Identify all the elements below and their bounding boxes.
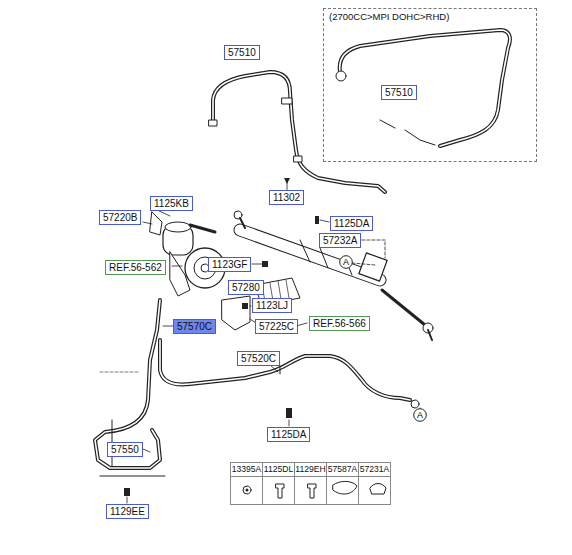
callout-number: 1125DA <box>334 218 369 229</box>
callout-number: 57220B <box>103 212 137 223</box>
reference-box: REF.56-562 <box>105 260 166 275</box>
table-header-cell: 1129EH <box>294 462 327 477</box>
callout-box: 57550 <box>107 442 143 457</box>
table-icon-cell <box>358 476 391 505</box>
reference-circle: A <box>339 255 353 269</box>
callout-box: 57232A <box>319 233 361 248</box>
callout-number: 57232A <box>323 235 357 246</box>
callout-number: 57550 <box>111 444 139 455</box>
callout-box: 57570C <box>173 319 216 334</box>
callout-number: 57520C <box>241 353 276 364</box>
table-icon-cell <box>294 476 327 505</box>
callout-box: 57510 <box>381 85 417 100</box>
callout-box: 1125DA <box>267 427 310 442</box>
table-header-cell: 57587A <box>326 462 359 477</box>
callout-number: 57510 <box>385 87 413 98</box>
callout-box: 1129EE <box>106 504 149 519</box>
callout-box: 57510 <box>224 45 260 60</box>
callout-number: 1123LJ <box>256 300 288 311</box>
callout-number: 1125KB <box>154 198 189 209</box>
callout-box: 1123GF <box>208 257 251 272</box>
callout-number: 57225C <box>259 321 294 332</box>
callout-number: 57510 <box>228 47 256 58</box>
callout-number: A <box>339 256 353 268</box>
callout-number: 1123GF <box>212 259 247 270</box>
callout-box: 57225C <box>255 319 298 334</box>
reference-box: REF.56-566 <box>309 316 370 331</box>
callout-box: 57280 <box>228 280 264 295</box>
table-icon-cell <box>230 476 263 505</box>
callout-box: 57520C <box>237 351 280 366</box>
callout-number: 1125DA <box>271 429 306 440</box>
reference-circle: A <box>413 408 427 422</box>
callout-number: REF.56-562 <box>109 262 162 273</box>
return-hose <box>160 340 410 400</box>
callout-box: 1123LJ <box>252 298 292 313</box>
variant-panel: (2700CC>MPI DOHC>RHD) 57510 <box>323 8 537 162</box>
table-header-cell: 57231A <box>358 462 391 477</box>
pressure-hose <box>213 72 385 192</box>
callout-number: 57280 <box>232 282 260 293</box>
inset-hose <box>340 30 510 146</box>
table-header-cell: 1125DL <box>262 462 295 477</box>
callout-number: REF.56-566 <box>313 318 366 329</box>
callout-box: 57220B <box>99 210 141 225</box>
callout-box: 1125DA <box>330 216 373 231</box>
callout-box: 1125KB <box>150 196 193 211</box>
callout-box: 11302 <box>269 190 304 205</box>
callout-number: 57570C <box>177 321 212 332</box>
callout-number: 11302 <box>273 192 300 203</box>
table-icon-cell <box>326 476 359 505</box>
callout-number: A <box>413 409 427 421</box>
callout-number: 1129EE <box>110 506 145 517</box>
table-header-cell: 13395A <box>230 462 263 477</box>
table-icon-cell <box>262 476 295 505</box>
variant-note: (2700CC>MPI DOHC>RHD) <box>329 11 449 22</box>
